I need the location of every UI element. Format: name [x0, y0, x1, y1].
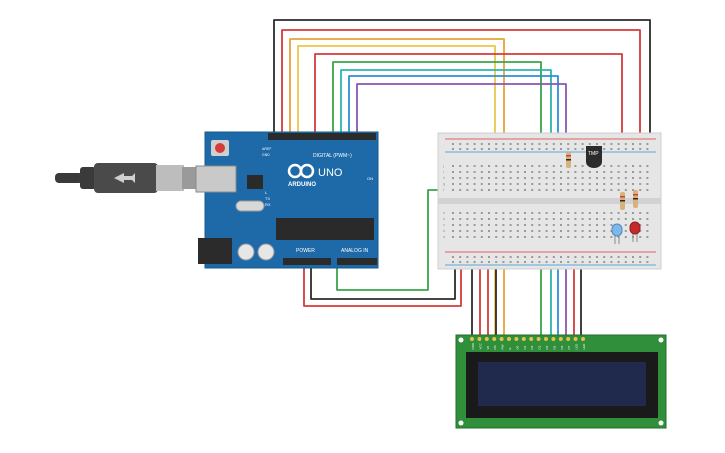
breadboard-row-letter: e — [443, 210, 446, 215]
lcd-pin — [470, 337, 474, 341]
digital-label: DIGITAL (PWM~) — [313, 153, 352, 159]
mount-hole — [458, 337, 464, 343]
aref-label: AREF — [262, 147, 271, 151]
lcd-pin-label: RS — [493, 345, 497, 349]
resistor-1 — [566, 152, 571, 168]
capacitor-1 — [237, 243, 255, 261]
lcd-screen — [478, 362, 646, 406]
temperature-sensor[interactable]: TMP — [586, 146, 602, 168]
lcd-pin — [507, 337, 511, 341]
lcd-pin — [477, 337, 482, 341]
usb-chip — [247, 175, 263, 189]
analog-label: ANALOG IN — [341, 248, 369, 254]
lcd-pin-label: D3 — [538, 345, 542, 349]
lcd-pin — [551, 337, 556, 341]
lcd-pin-label: D7 — [567, 345, 571, 349]
lcd-pin — [521, 337, 526, 341]
lcd-pin-label: VCC — [478, 342, 482, 349]
usb-cable — [55, 163, 204, 193]
resistor-3 — [633, 190, 638, 208]
lcd-pin-label: D4 — [545, 345, 549, 349]
mount-hole — [658, 420, 664, 426]
breadboard-row-letter: g — [443, 181, 445, 186]
breadboard-row-letter: d — [443, 216, 445, 221]
arduino-brand: ARDUINO — [288, 182, 316, 188]
lcd-pin-label: LED — [582, 343, 586, 350]
breadboard-row-letter: b — [443, 228, 446, 233]
mount-hole — [458, 420, 464, 426]
wire-black-top — [273, 19, 651, 140]
wire-red-top — [281, 29, 641, 140]
lcd-pin — [566, 337, 571, 341]
lcd-pin — [544, 337, 548, 341]
wire-black-lcd — [455, 261, 473, 335]
lcd-pin — [558, 337, 563, 341]
breadboard-row-letter: a — [443, 234, 446, 239]
breadboard-row-letter: c — [443, 222, 445, 227]
capacitor-2 — [257, 243, 275, 261]
power-header — [283, 258, 331, 265]
mount-hole — [658, 337, 664, 343]
usb-jack — [195, 165, 237, 193]
atmega-chip — [276, 218, 374, 240]
lcd-pin-label: D6 — [560, 345, 564, 349]
lcd-pin-label: D2 — [530, 345, 534, 349]
lcd-pin-label: GND — [471, 342, 475, 350]
lcd-pin-label: V0 — [486, 345, 490, 349]
analog-header — [337, 258, 377, 265]
lcd-pin — [492, 337, 497, 341]
lcd-pin — [536, 337, 541, 341]
arduino-board[interactable]: ARDUINO UNO DIGITAL (PWM~) POWER ANALOG … — [195, 131, 379, 269]
usb-symbol-icon — [114, 173, 135, 183]
arduino-model: UNO — [318, 167, 343, 179]
lcd-pin-label: LED — [575, 343, 579, 350]
led-red — [629, 221, 641, 242]
on-label: ON — [367, 176, 373, 181]
lcd-pin — [573, 337, 578, 341]
lcd-pin-label: E — [508, 347, 512, 349]
arduino-logo-icon — [287, 163, 315, 179]
lcd-pin-label: D0 — [515, 345, 519, 349]
digital-header — [268, 133, 376, 140]
sensor-label: TMP — [588, 151, 599, 157]
lcd-pin — [484, 337, 489, 341]
breadboard-row-letter: j — [442, 163, 444, 168]
wire-red-bottom — [303, 262, 462, 307]
lcd-pin-label: D5 — [552, 345, 556, 349]
lcd-pin — [529, 337, 534, 341]
breadboard-row-letter: h — [443, 175, 445, 180]
wire-red-lcd — [461, 265, 481, 335]
tx-label: TX — [265, 196, 270, 201]
power-label: POWER — [296, 248, 315, 254]
breadboard-row-letter: i — [443, 169, 444, 174]
gnd-label: GND — [262, 153, 270, 157]
lcd-pin — [499, 337, 504, 341]
lcd-pin — [514, 337, 519, 341]
wire-black-bottom — [310, 262, 456, 300]
lcd-pin-label: RW — [501, 344, 505, 349]
power-jack — [198, 238, 232, 264]
breadboard-row-letter: f — [443, 187, 445, 192]
rx-label: RX — [265, 202, 271, 207]
resistor-2 — [620, 192, 625, 210]
led-blue — [611, 223, 623, 244]
crystal — [235, 200, 265, 212]
lcd-pin-label: D1 — [523, 345, 527, 349]
lcd-pin — [581, 337, 585, 341]
l-label: L — [265, 190, 268, 195]
